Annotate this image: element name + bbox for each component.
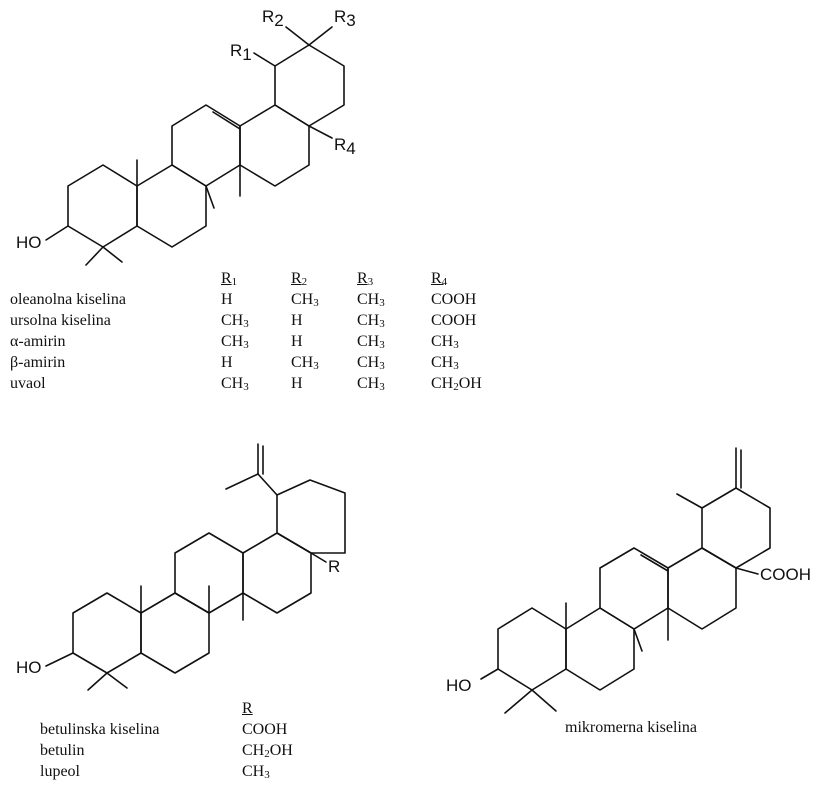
row-name: ursolna kiselina [10,312,111,329]
double-bond [212,111,241,130]
lupane-ring-a [72,592,142,674]
row-r3: CH3 [357,375,385,393]
r3-bond [308,26,333,46]
micro-methyl-c4b [531,689,557,712]
row-name: betulin [40,742,85,759]
lupane-ring-e [276,479,346,554]
row-r: CH3 [242,763,270,781]
ring-b [136,164,207,248]
label-ho-lupane: HO [16,658,42,677]
micromeric-acid-name: mikromerna kiselina [565,719,697,736]
isopropenyl-methyl [225,473,259,490]
oleanane-skeleton [45,26,345,266]
row-r1: CH3 [221,333,249,351]
micromeric-skeleton [480,447,771,714]
methyl-c8 [205,185,215,209]
lupane-methyl-c4b [106,672,128,689]
lupane-oh-bond [45,652,74,667]
row-name: oleanolna kiselina [10,291,126,308]
row-r3: CH3 [357,312,385,330]
row-r: CH2OH [242,742,293,760]
row-name: lupeol [40,763,80,780]
header-r1: R1 [221,270,238,288]
row-r: COOH [242,721,288,738]
row-r2: CH3 [291,354,319,372]
row-r2: H [291,333,303,350]
lupane-ring-b [140,592,210,674]
label-ho-micro: HO [446,676,472,695]
row-r1: H [221,354,233,371]
label-ho-top: HO [16,233,42,252]
micro-cooh-bond [735,567,759,575]
r2-bond [285,26,310,46]
label-r4: R4 [334,135,356,158]
isopropenyl-bond [257,473,278,496]
row-name: β-amirin [10,354,66,371]
methyl-c4b [102,246,123,263]
row-r3: CH3 [357,354,385,372]
ring-a [67,164,138,248]
lupane-r-bond [310,552,327,563]
label-r2: R2 [262,7,284,30]
r4-bond [308,125,333,139]
lupane-ring-d [242,532,312,614]
micro-oh-bond [480,668,499,680]
micro-ring-e [701,487,771,569]
header-r3: R3 [357,270,374,288]
row-name: uvaol [10,375,46,392]
row-r1: CH3 [221,375,249,393]
micro-ring-a [497,607,567,691]
r1-bond [253,52,276,67]
header-r: R [242,700,253,717]
row-r2: CH3 [291,291,319,309]
oh-bond [45,225,69,241]
micro-double-bond [640,554,669,572]
row-name: betulinska kiselina [40,721,160,738]
label-cooh-micro: COOH [760,565,811,584]
row-r1: H [221,291,233,308]
micro-ring-d [667,547,737,630]
ring-c [171,104,241,187]
row-name: α-amirin [10,333,66,350]
ring-d [239,104,310,187]
row-r4: CH3 [431,333,459,351]
row-r3: CH3 [357,291,385,309]
label-r-lupane: R [328,557,340,576]
micro-ring-b [565,607,635,691]
micro-methyl-c4a [504,689,533,714]
row-r4: COOH [431,312,477,329]
micro-methyl-c8 [633,628,643,652]
row-r3: CH3 [357,333,385,351]
row-r4: COOH [431,291,477,308]
row-r1: CH3 [221,312,249,330]
lupane-skeleton [45,443,346,691]
header-r4: R4 [431,270,448,288]
row-r2: H [291,375,303,392]
row-r4: CH2OH [431,375,482,393]
micro-methyl-e [676,493,703,509]
ring-e [274,44,345,127]
header-r2: R2 [291,270,308,288]
micro-ring-c [599,547,669,630]
label-r3: R3 [334,7,356,30]
methyl-c4a [85,246,104,266]
row-r2: H [291,312,303,329]
row-r4: CH3 [431,354,459,372]
lupane-methyl-c4a [87,672,108,691]
label-r1: R1 [230,41,252,64]
